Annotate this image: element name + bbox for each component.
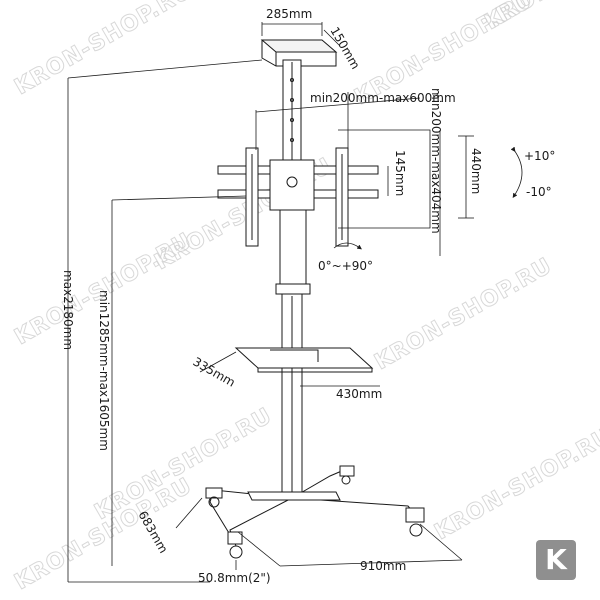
k-logo-icon: K xyxy=(536,540,576,580)
watermark-text: KRON-SHOP.RU xyxy=(11,473,197,595)
label-bracket-spacing: 145mm xyxy=(393,150,407,196)
label-vesa-horizontal: min200mm-max600mm xyxy=(310,91,456,105)
watermark-text: KRON-SHOP.RU xyxy=(371,253,557,375)
label-tilt-down: -10° xyxy=(526,185,552,199)
label-caster-size: 50.8mm(2") xyxy=(198,571,271,585)
vesa-bracket xyxy=(217,147,379,247)
tv-stand-drawing xyxy=(205,39,425,559)
label-top-depth: 150mm xyxy=(327,25,362,72)
label-vesa-vertical: min200mm-max404mm xyxy=(429,88,443,234)
label-tilt-up: +10° xyxy=(524,149,555,163)
label-mount-height-range: min1285mm-max1605mm xyxy=(97,290,111,451)
watermark-text: KRON-SHOP.RU xyxy=(481,0,600,35)
label-top-width: 285mm xyxy=(266,7,312,21)
watermark-text: KRON-SHOP.RU xyxy=(91,403,277,525)
label-base-width: 910mm xyxy=(360,559,406,573)
watermark-text: KRON-SHOP.RU xyxy=(11,0,197,100)
label-rotation: 0°~+90° xyxy=(318,259,373,273)
label-max-height: max2180mm xyxy=(61,270,75,350)
top-shelf xyxy=(260,39,338,67)
label-shelf-width: 430mm xyxy=(336,387,382,401)
base-frame xyxy=(205,465,425,559)
dimension-lines xyxy=(67,22,523,583)
upper-pole xyxy=(282,59,302,181)
watermark-text: KRON-SHOP.RU xyxy=(431,423,600,545)
middle-shelf xyxy=(234,347,374,373)
main-column xyxy=(275,179,311,501)
label-screen-height: 440mm xyxy=(469,148,483,194)
label-shelf-depth: 335mm xyxy=(191,354,238,389)
